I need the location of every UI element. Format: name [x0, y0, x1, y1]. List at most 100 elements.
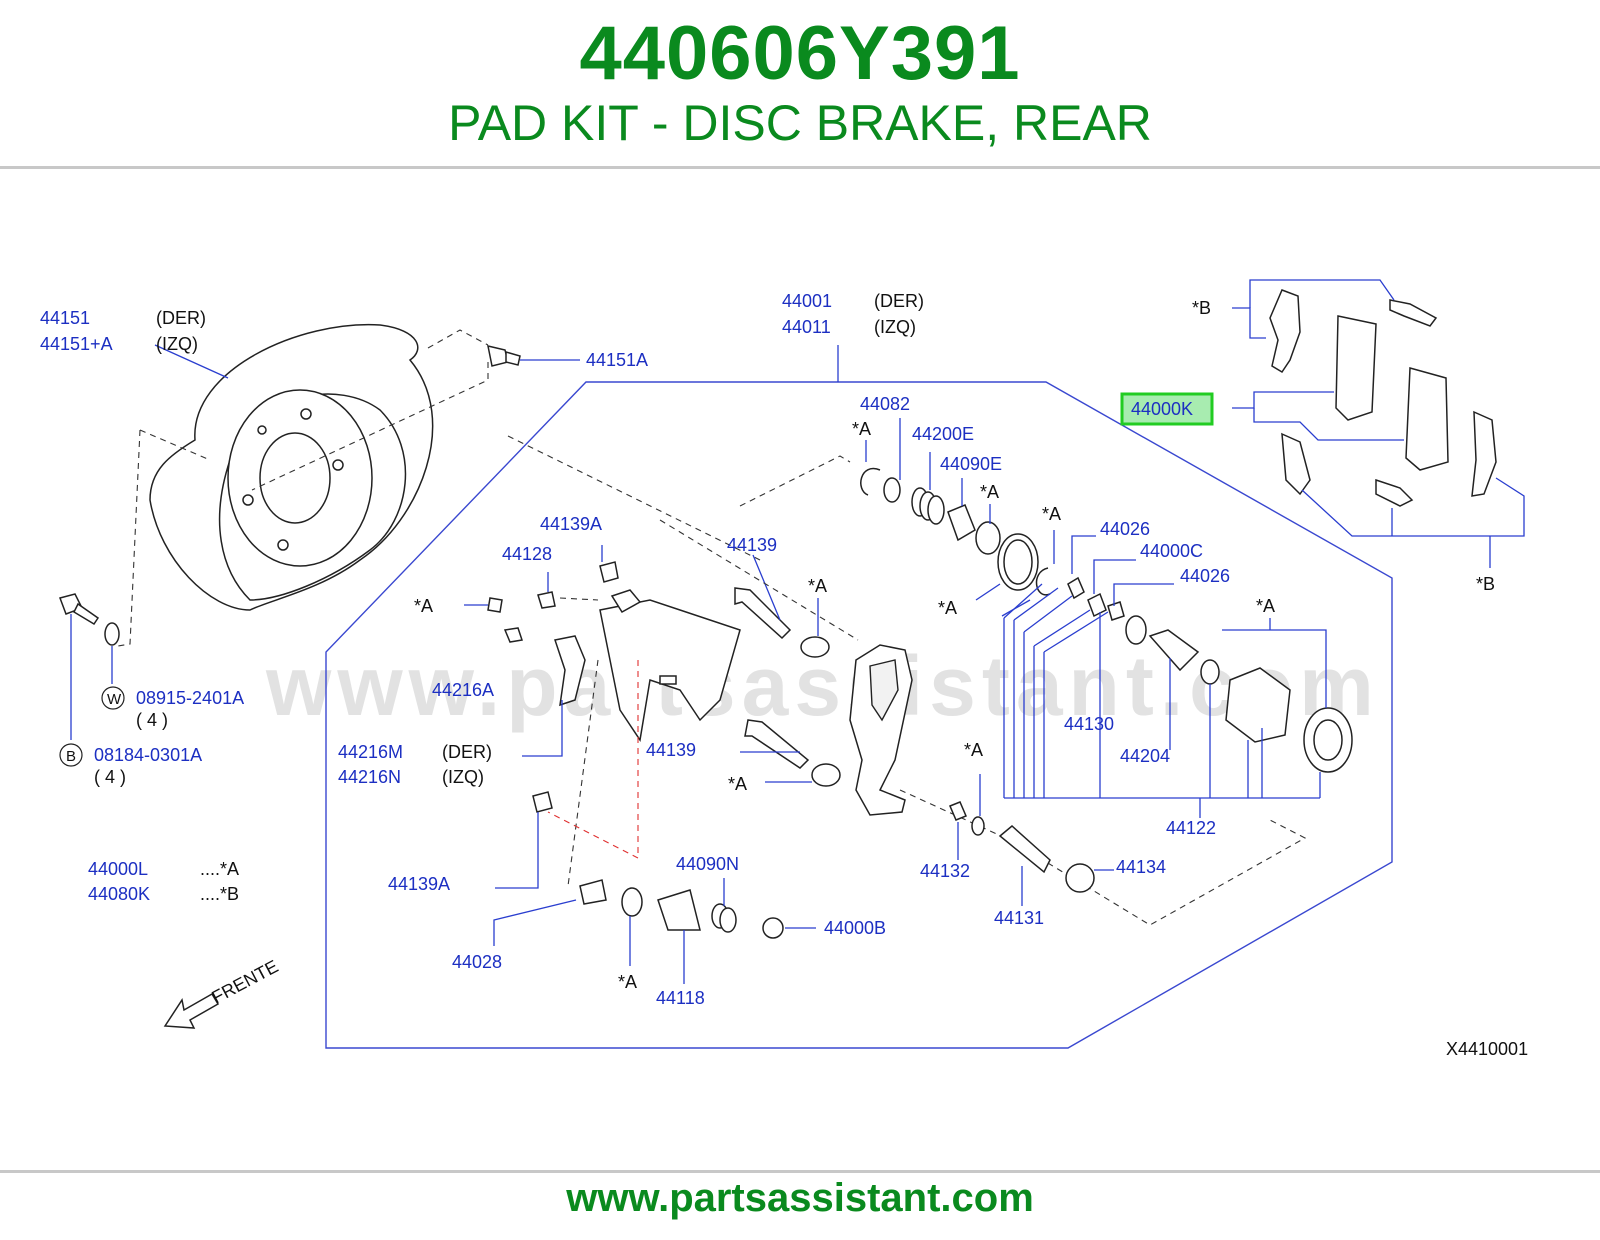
dust-shield-part — [149, 323, 434, 611]
label-44216A: 44216A — [432, 680, 494, 700]
label-star-a-10: *A — [618, 972, 637, 992]
dash-bracket-vertical — [567, 659, 599, 887]
label-44000K[interactable]: 44000K — [1131, 399, 1193, 419]
label-44130: 44130 — [1064, 714, 1114, 734]
label-qty-w: ( 4 ) — [136, 710, 168, 730]
label-star-a-8: *A — [728, 774, 747, 794]
header: 440606Y391 PAD KIT - DISC BRAKE, REAR — [0, 0, 1600, 168]
label-44000L: 44000L — [88, 859, 148, 879]
label-star-b-top: *B — [1192, 298, 1211, 318]
nut-44000B-part — [762, 917, 784, 939]
label-08915: 08915-2401A — [136, 688, 244, 708]
lever-44118-part — [657, 889, 701, 931]
bushing-part — [621, 887, 643, 917]
snap-ring-44082-part — [860, 467, 881, 496]
footer-url-link[interactable]: www.partsassistant.com — [566, 1176, 1034, 1220]
bolt-44216A-part — [503, 627, 523, 643]
bolt-44139A-top-part — [599, 561, 619, 583]
leader-44000K-outer — [1232, 391, 1334, 409]
lever-44134-part — [1065, 863, 1095, 893]
part-number-title: 440606Y391 — [579, 11, 1021, 96]
group-lines-44122 — [1003, 612, 1321, 798]
bleeder-44128-part — [537, 591, 556, 609]
label-44134: 44134 — [1116, 857, 1166, 877]
shim-outer-part — [1269, 289, 1301, 374]
label-44011: 44011 — [782, 317, 831, 337]
label-44122: 44122 — [1166, 818, 1216, 838]
label-44139-mid: 44139 — [646, 740, 696, 760]
label-44001-side: (DER) — [874, 291, 924, 311]
label-44000B: 44000B — [824, 918, 886, 938]
guide-pin-top-part — [734, 587, 830, 658]
seal-ring-inner — [1003, 539, 1033, 585]
red-dash-bracket — [547, 660, 639, 859]
spring-44200E-part — [911, 487, 945, 525]
label-star-a-5: *A — [1256, 596, 1275, 616]
pad-kit-parts — [1269, 289, 1497, 507]
leader-star-b-clip — [1249, 279, 1395, 308]
o-ring-part — [971, 816, 985, 836]
dash-piston-top — [739, 455, 851, 507]
label-44001: 44001 — [782, 291, 832, 311]
leader-44139-top — [752, 554, 781, 621]
highlight-44000K[interactable] — [1120, 392, 1214, 426]
part-description-title: PAD KIT - DISC BRAKE, REAR — [448, 95, 1152, 151]
group-diag-44122 — [1003, 583, 1109, 653]
label-b-circle: B — [66, 748, 76, 765]
label-w-circle: W — [107, 691, 122, 708]
ring-44082-part — [883, 477, 901, 503]
diagram-svg: www.partsassistant.com — [40, 279, 1528, 1059]
b-circle-icon — [59, 743, 83, 767]
label-star-a-7: *A — [414, 596, 433, 616]
shaft-44131-part — [998, 825, 1051, 874]
label-44200E: 44200E — [912, 424, 974, 444]
leader-star-a-boot — [1222, 629, 1327, 708]
caliper-bracket-part — [599, 589, 741, 742]
front-label: FRENTE — [208, 956, 281, 1007]
cap-a-left-part — [487, 597, 503, 613]
washer-44026-part — [1067, 576, 1085, 600]
label-44131: 44131 — [994, 908, 1044, 928]
label-44216N-side: (IZQ) — [442, 767, 484, 787]
snap-ring-44026-part — [1035, 567, 1051, 596]
spring-44090N-part — [711, 903, 737, 933]
label-star-a-1: *A — [852, 419, 871, 439]
clip-top-part — [1389, 299, 1438, 327]
dash-bleeder — [559, 597, 599, 601]
cup-44000C-part — [1087, 592, 1107, 618]
label-44080K: 44080K — [88, 884, 150, 904]
retainer-44216A-part — [554, 635, 586, 707]
leader-44139A-bot — [495, 812, 539, 889]
leader-star-a-seal — [975, 583, 1001, 601]
piston-part — [1225, 667, 1291, 743]
label-44000L-ref: ....*A — [200, 859, 239, 879]
leader-44151 — [154, 344, 229, 379]
label-44216M-side: (DER) — [442, 742, 492, 762]
adjuster-44090E-part — [947, 504, 976, 542]
w-circle-icon — [101, 686, 125, 710]
leader-star-b-bottom — [1301, 477, 1525, 537]
label-star-a-3: *A — [1042, 504, 1061, 524]
leader-44026a — [1071, 535, 1096, 574]
leader-star-b-top — [1232, 307, 1266, 339]
label-star-a-4: *A — [938, 598, 957, 618]
brake-pad-outer-part — [1335, 315, 1377, 421]
clip-bottom-part — [1375, 478, 1414, 507]
leader-44216M — [522, 700, 563, 757]
bolt-44139A-bot-part — [532, 791, 553, 813]
diagram-code: X4410001 — [1446, 1039, 1528, 1059]
leader-44000K-inner — [1253, 408, 1404, 441]
label-44216M: 44216M — [338, 742, 403, 762]
label-44000C: 44000C — [1140, 541, 1203, 561]
label-44151: 44151 — [40, 308, 90, 328]
label-44151A: 44151A — [586, 350, 648, 370]
label-44128: 44128 — [502, 544, 552, 564]
label-44139A-top: 44139A — [540, 514, 602, 534]
label-44139-top: 44139 — [727, 535, 777, 555]
label-star-a-9: *A — [964, 740, 983, 760]
label-44090N: 44090N — [676, 854, 739, 874]
guide-pin-mid-part — [744, 719, 841, 787]
pin-44132-part — [949, 801, 967, 821]
seal-44130-part — [1125, 615, 1147, 645]
label-44011-side: (IZQ) — [874, 317, 916, 337]
